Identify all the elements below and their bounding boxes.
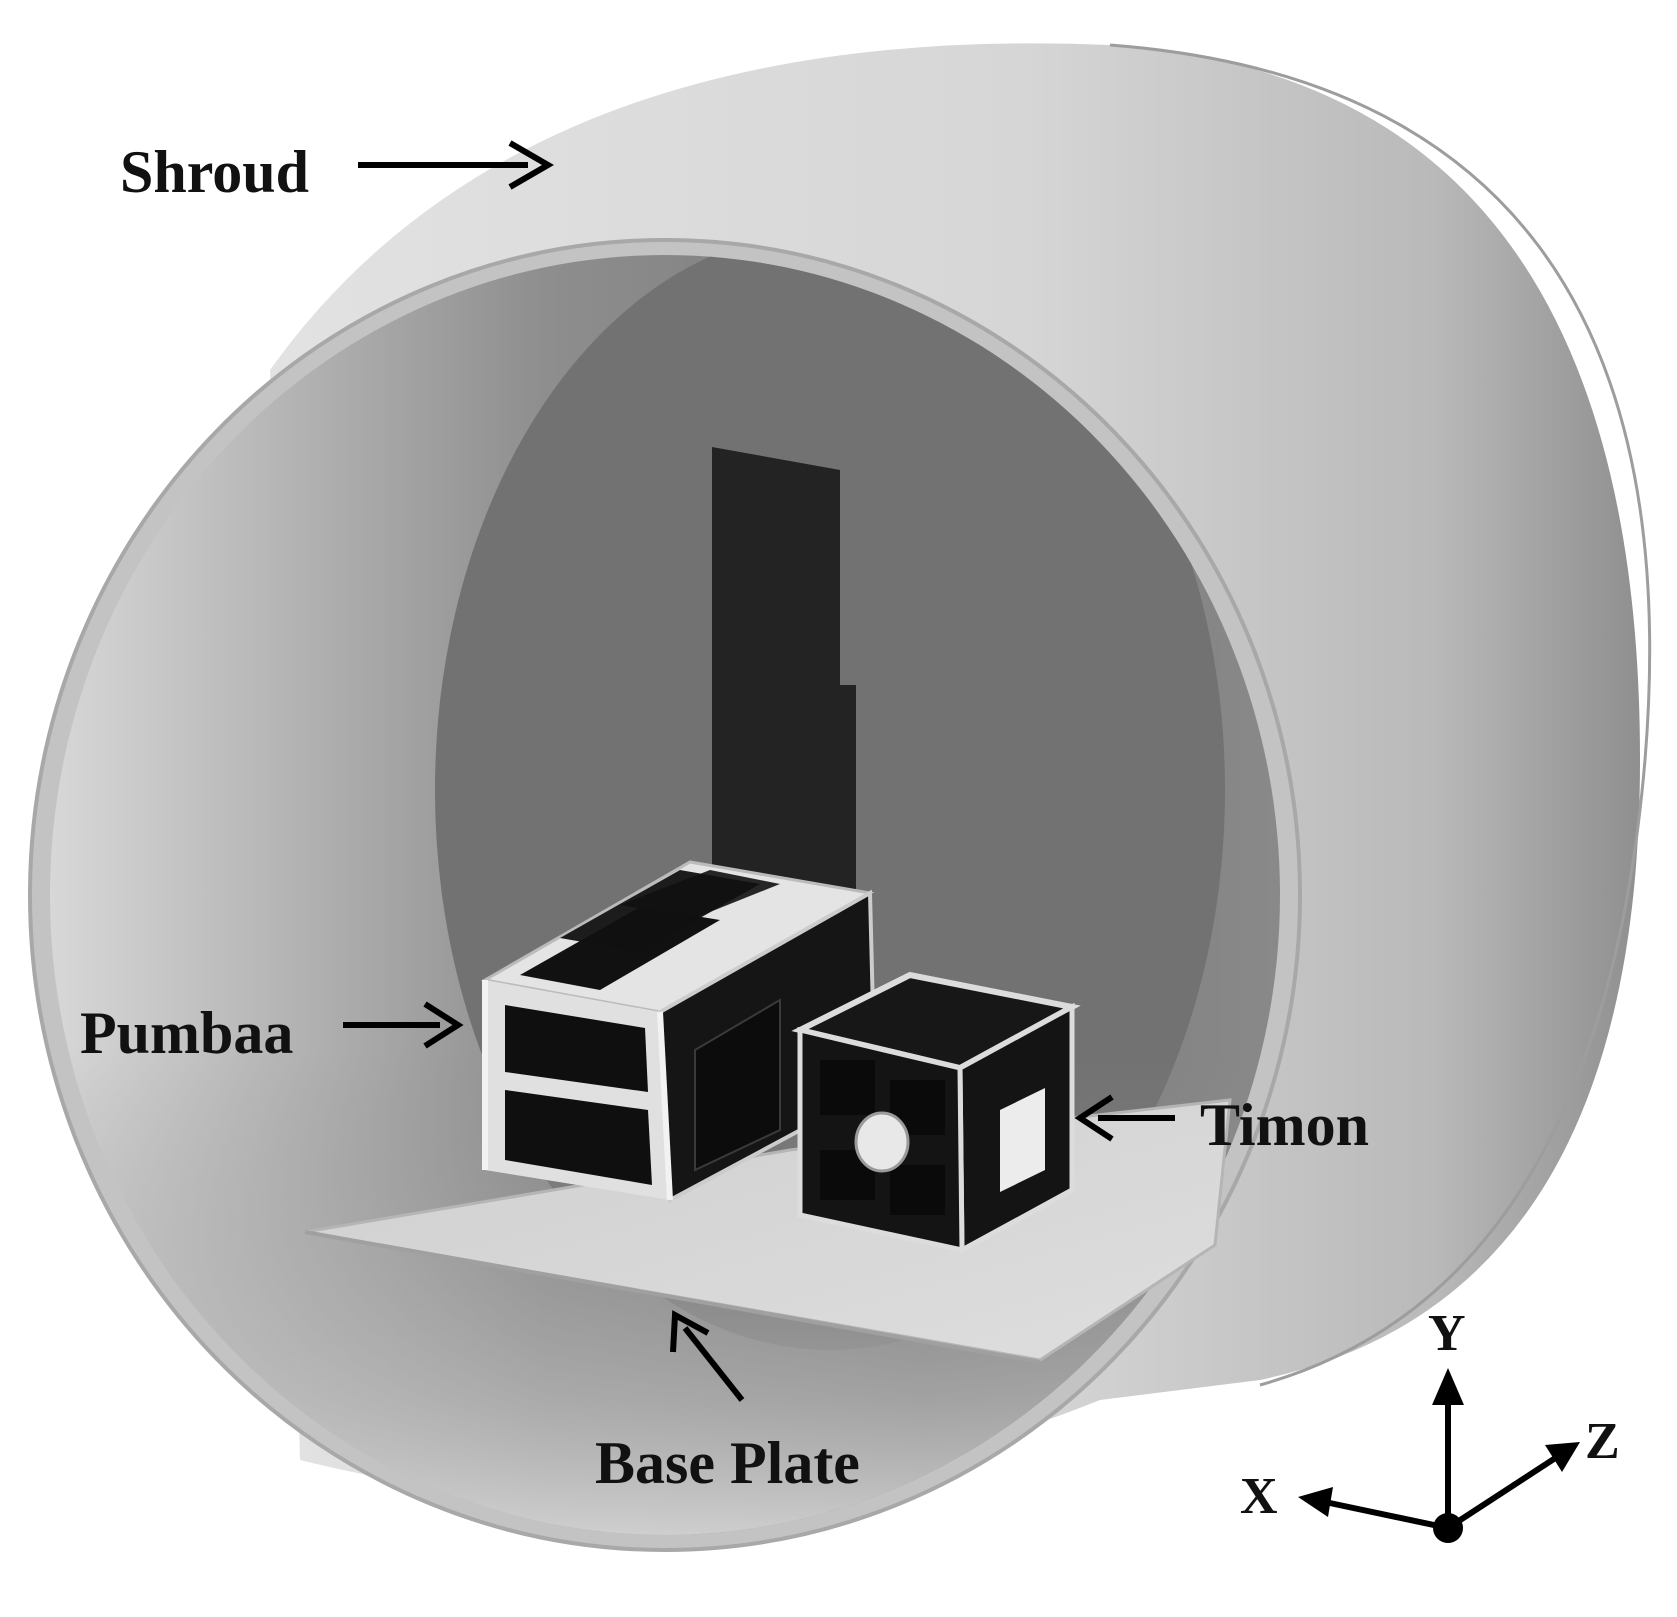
base-plate-arrow: [682, 1326, 745, 1402]
z-axis-arrow: [1446, 1452, 1562, 1531]
x-axis-label: X: [1240, 1468, 1278, 1525]
shroud-label: Shroud: [120, 139, 309, 205]
pumbaa-label: Pumbaa: [80, 1000, 293, 1066]
callout-labels: Shroud Pumbaa Timon Base Plate: [80, 139, 1369, 1496]
timon-label: Timon: [1200, 1092, 1369, 1158]
callout-arrows: [343, 140, 1175, 1402]
axis-triad: Y Z X: [1240, 1305, 1620, 1543]
y-axis-label: Y: [1428, 1305, 1466, 1362]
timon-camera-lens: [854, 1111, 910, 1173]
antenna-panel: [712, 447, 856, 910]
x-axis-arrow: [1324, 1499, 1449, 1531]
timon-satellite: [791, 971, 1081, 1255]
z-axis-label: Z: [1585, 1413, 1620, 1470]
base-plate-label: Base Plate: [595, 1430, 860, 1496]
